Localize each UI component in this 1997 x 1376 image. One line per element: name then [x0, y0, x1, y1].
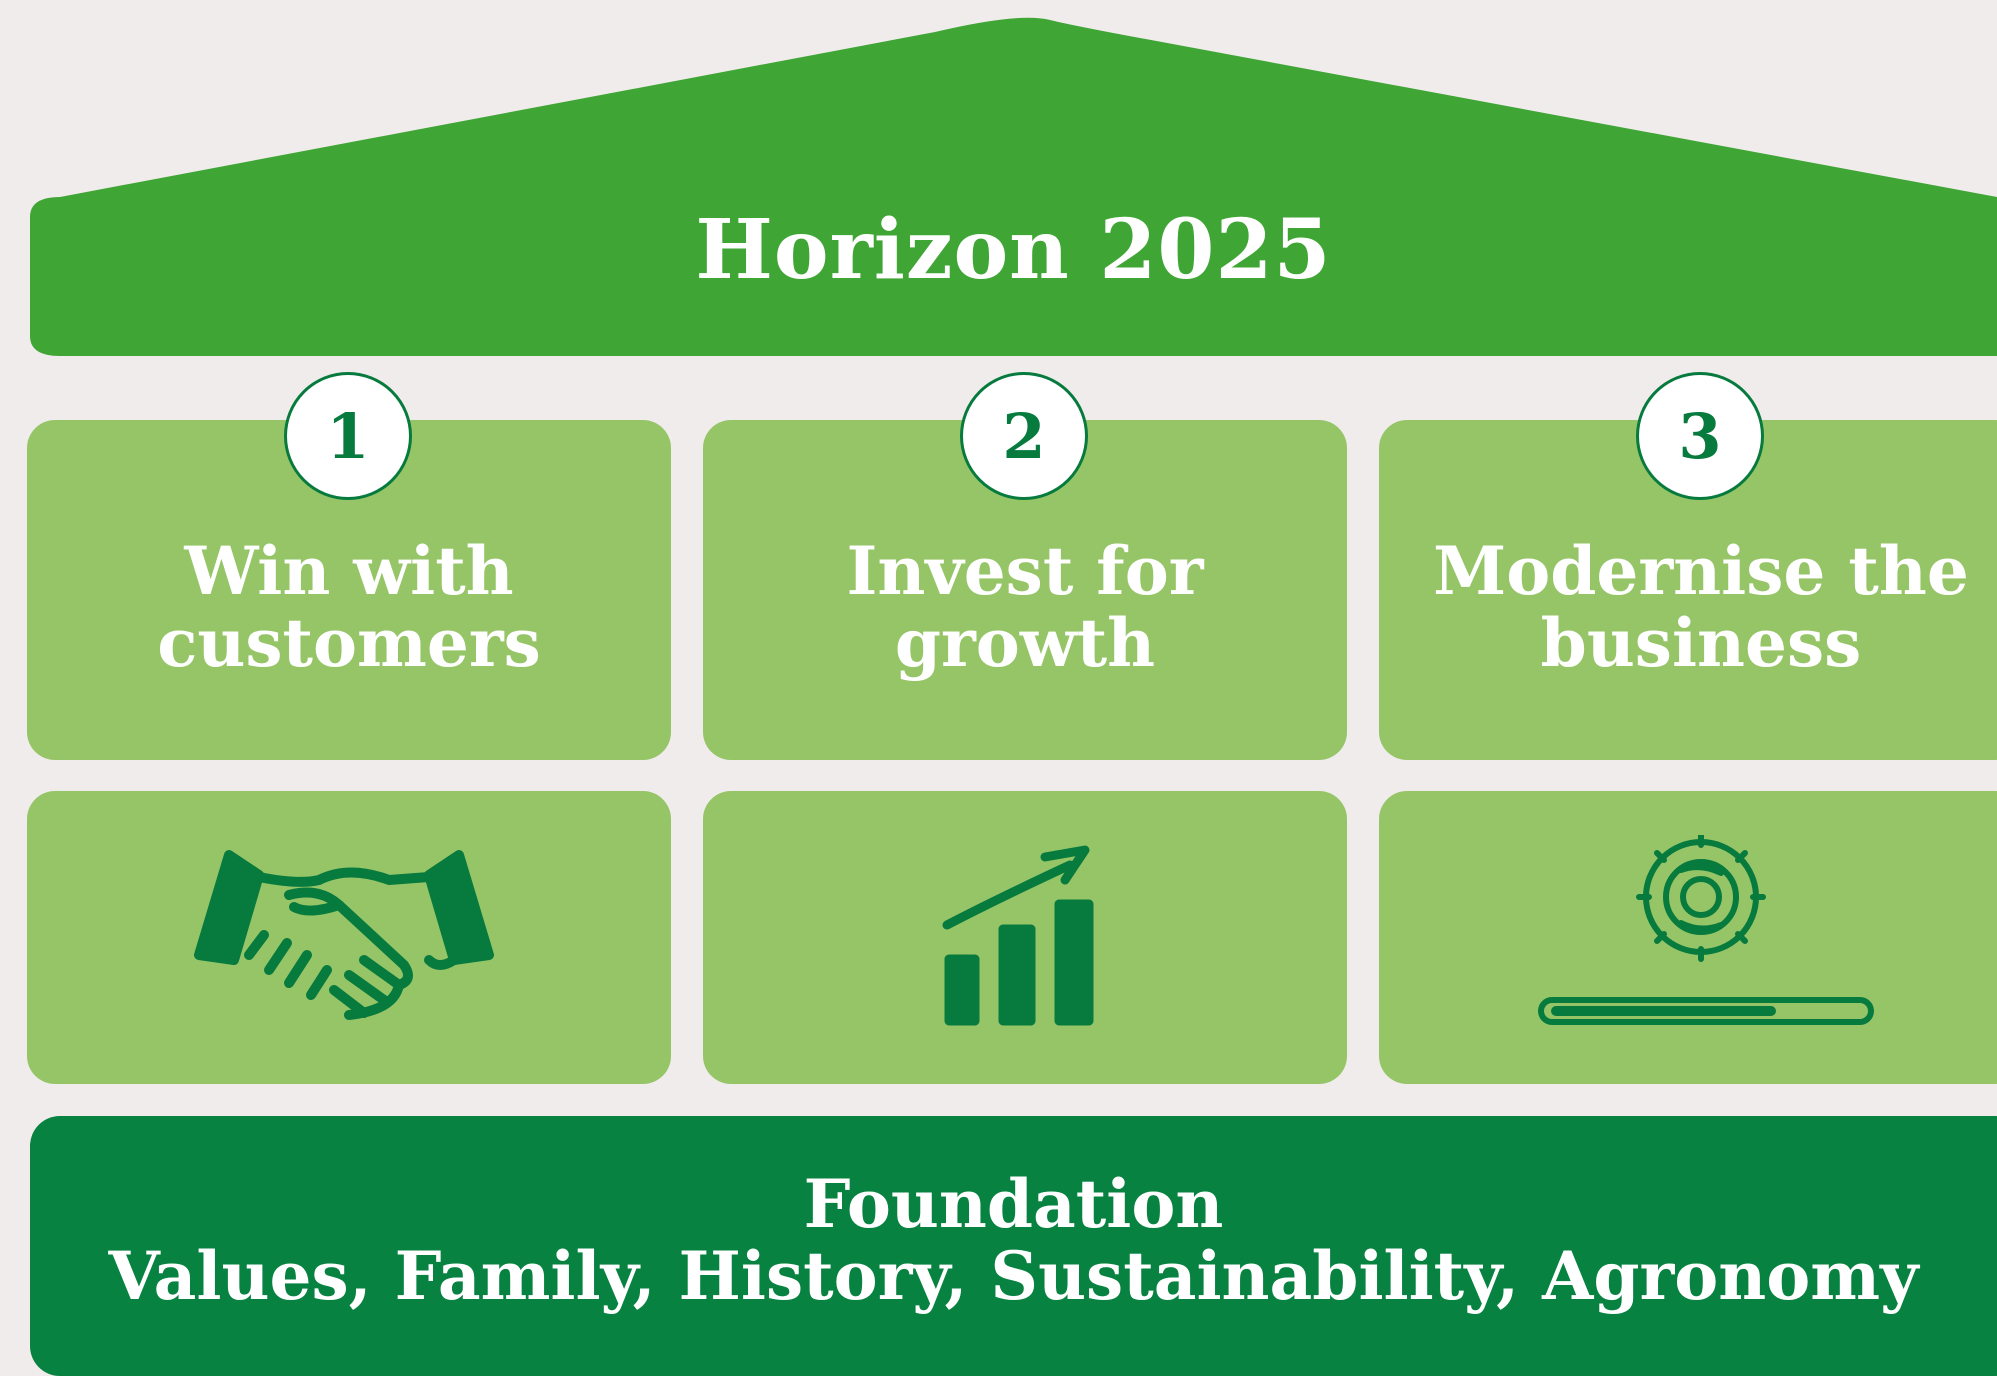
pillar-title: Modernise the business	[1379, 535, 1997, 679]
pillar-title-line: Invest for	[846, 532, 1204, 610]
pillar-number-badge: 1	[284, 372, 412, 500]
growth-chart-icon	[703, 830, 1347, 1050]
pillar-title: Win with customers	[27, 535, 671, 679]
pillar-icon-card	[27, 791, 671, 1084]
roof-banner	[30, 17, 1997, 356]
pillar-title-line: Modernise the	[1433, 532, 1969, 610]
pillar-title-line: Win with	[184, 532, 514, 610]
handshake-icon	[27, 830, 671, 1050]
page-title: Horizon 2025	[695, 202, 1332, 298]
pillar-number-badge: 3	[1636, 372, 1764, 500]
gear-progress-icon	[1379, 830, 1997, 1050]
pillar-icon-card	[1379, 791, 1997, 1084]
pillar-number-badge: 2	[960, 372, 1088, 500]
foundation-items: Values, Family, History, Sustainability,…	[108, 1237, 1919, 1315]
pillar-title: Invest for growth	[703, 535, 1347, 679]
pillar-title-line: customers	[157, 604, 541, 682]
pillar-title-line: business	[1540, 604, 1862, 682]
foundation-banner	[30, 1116, 1997, 1376]
pillar-title-line: growth	[894, 604, 1156, 682]
foundation-text: Foundation Values, Family, History, Sust…	[30, 1168, 1997, 1312]
foundation-heading: Foundation	[803, 1165, 1224, 1243]
